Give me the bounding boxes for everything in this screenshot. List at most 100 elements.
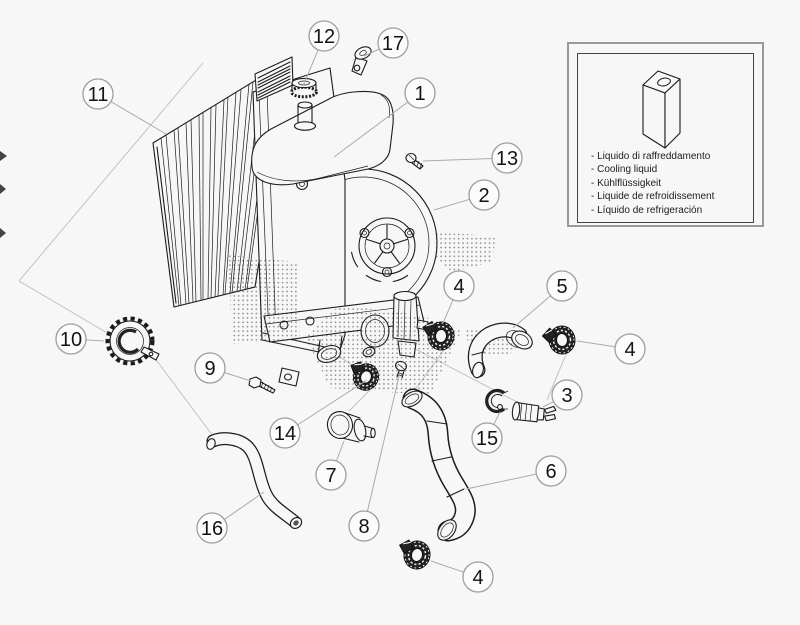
callout-label-16: 16 xyxy=(201,518,223,540)
callout-3[interactable]: 3 xyxy=(551,379,583,411)
callout-4[interactable]: 4 xyxy=(462,561,494,593)
callout-circle-3[interactable] xyxy=(551,379,583,411)
callout-label-3: 3 xyxy=(561,385,572,407)
fan-blades xyxy=(351,251,409,283)
callout-circle-8[interactable] xyxy=(348,510,380,542)
coolant-hose xyxy=(401,388,476,542)
callout-label-6: 6 xyxy=(545,461,556,483)
callout-circle-4[interactable] xyxy=(614,333,646,365)
callout-label-10: 10 xyxy=(60,329,82,351)
callout-circle-9[interactable] xyxy=(194,352,226,384)
legend-line-it: - Liquido di raffreddamento xyxy=(591,151,711,162)
screw-13 xyxy=(405,152,424,170)
callout-circle-6[interactable] xyxy=(535,455,567,487)
callout-15[interactable]: 15 xyxy=(471,422,503,454)
callout-label-17: 17 xyxy=(382,33,404,55)
callout-label-14: 14 xyxy=(274,423,296,445)
legend-line-de: - Kühlflüssigkeit xyxy=(591,177,662,189)
callout-circle-16[interactable] xyxy=(196,512,228,544)
leader-line-5 xyxy=(512,295,551,329)
callout-label-7: 7 xyxy=(325,465,336,487)
filler-neck xyxy=(293,101,317,131)
leader-line-2 xyxy=(433,198,470,211)
leader-line-9 xyxy=(224,372,252,382)
leader-line-10 xyxy=(85,339,105,342)
callout-circle-2[interactable] xyxy=(468,179,500,211)
callout-8[interactable]: 8 xyxy=(348,510,380,542)
callout-label-2: 2 xyxy=(478,185,489,207)
callout-5[interactable]: 5 xyxy=(546,270,578,302)
leader-line-13 xyxy=(422,158,493,162)
callout-label-9: 9 xyxy=(204,358,215,380)
callout-circle-17[interactable] xyxy=(377,27,409,59)
callout-label-13: 13 xyxy=(496,148,518,170)
callout-1[interactable]: 1 xyxy=(404,77,436,109)
callout-12[interactable]: 12 xyxy=(308,20,340,52)
leader-line-4 xyxy=(576,340,616,348)
legend-line-es: - Líquido de refrigeración xyxy=(591,204,703,216)
leader-line-12 xyxy=(302,49,319,87)
coolant-legend-text: - Liquido di raffreddamento - Cooling li… xyxy=(591,150,749,217)
leader-line-14 xyxy=(297,379,368,426)
radiator-cap xyxy=(105,316,160,366)
callout-circle-1[interactable] xyxy=(404,77,436,109)
callout-11[interactable]: 11 xyxy=(82,78,114,110)
callout-label-4: 4 xyxy=(453,276,464,298)
callout-circle-4[interactable] xyxy=(443,270,475,302)
leader-line-6 xyxy=(465,473,537,490)
callout-label-1: 1 xyxy=(414,83,425,105)
callout-10[interactable]: 10 xyxy=(55,323,87,355)
callout-circle-14[interactable] xyxy=(269,417,301,449)
callout-circle-7[interactable] xyxy=(315,459,347,491)
coolant-container-icon xyxy=(642,70,681,149)
callout-label-11: 11 xyxy=(88,84,109,106)
callout-2[interactable]: 2 xyxy=(468,179,500,211)
rubber-plug xyxy=(326,410,376,443)
legend-line-en: - Cooling liquid xyxy=(591,164,658,176)
leader-line-4 xyxy=(442,299,454,324)
leader-line-4 xyxy=(430,560,464,573)
callout-9[interactable]: 9 xyxy=(194,352,226,384)
callout-label-5: 5 xyxy=(556,276,567,298)
callout-circle-12[interactable] xyxy=(308,20,340,52)
callout-16[interactable]: 16 xyxy=(196,512,228,544)
callout-circle-5[interactable] xyxy=(546,270,578,302)
callout-14[interactable]: 14 xyxy=(269,417,301,449)
legend-line-fr: - Liquide de refroidissement xyxy=(591,191,715,203)
callout-13[interactable]: 13 xyxy=(491,142,523,174)
leader-line-7 xyxy=(335,440,345,462)
leader-line-8 xyxy=(366,371,401,512)
callout-label-12: 12 xyxy=(313,26,335,48)
expansion-tank xyxy=(251,90,394,186)
coolant-legend-box: - Liquido di raffreddamento - Cooling li… xyxy=(567,42,764,227)
callout-7[interactable]: 7 xyxy=(315,459,347,491)
leader-line-1 xyxy=(333,101,409,158)
callout-label-8: 8 xyxy=(358,516,369,538)
fan-hub xyxy=(358,217,416,278)
leader-line-16 xyxy=(224,491,265,520)
callout-4[interactable]: 4 xyxy=(443,270,475,302)
circlip xyxy=(485,388,509,414)
callout-17[interactable]: 17 xyxy=(377,27,409,59)
clamp-bracket xyxy=(351,46,372,76)
bleed-bolt xyxy=(248,376,276,394)
callout-4[interactable]: 4 xyxy=(614,333,646,365)
leader-line-17 xyxy=(363,48,380,57)
thermo-switch xyxy=(511,401,557,423)
page-edge-marks xyxy=(0,151,7,238)
leader-line-11 xyxy=(110,101,167,135)
callout-label-4: 4 xyxy=(472,567,483,589)
coolant-legend-inner: - Liquido di raffreddamento - Cooling li… xyxy=(577,53,754,223)
callout-circle-13[interactable] xyxy=(491,142,523,174)
callout-circle-15[interactable] xyxy=(471,422,503,454)
callout-circle-4[interactable] xyxy=(462,561,494,593)
callout-circle-10[interactable] xyxy=(55,323,87,355)
callout-circle-11[interactable] xyxy=(82,78,114,110)
elbow-hose xyxy=(467,322,533,379)
callout-label-15: 15 xyxy=(476,428,498,450)
callout-6[interactable]: 6 xyxy=(535,455,567,487)
leader-line-15 xyxy=(493,411,501,425)
